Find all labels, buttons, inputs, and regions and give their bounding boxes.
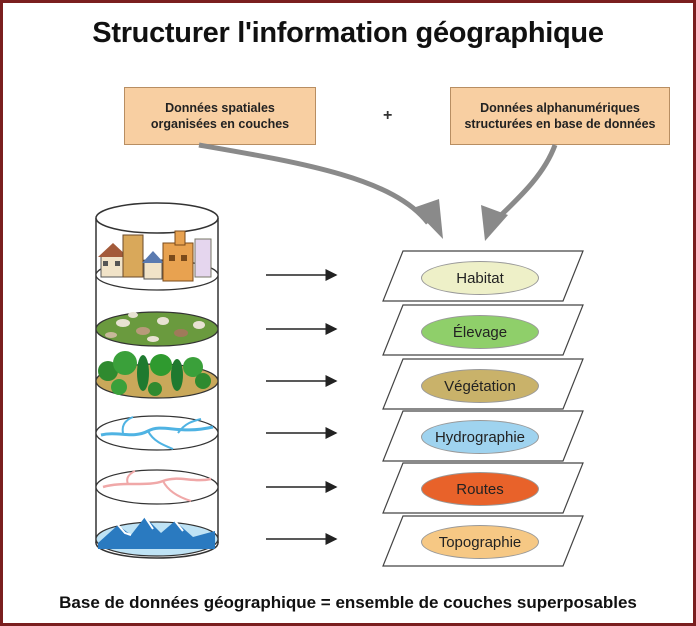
layer-topographie-text: Topographie [438,533,522,551]
layer-label-routes: Routes [421,472,539,506]
plus-sign: + [383,107,393,124]
cylinder-elevage-layer [95,311,219,347]
layer-label-topographie: Topographie [421,525,539,559]
layer-habitat-text: Habitat [456,269,504,287]
layer-label-elevage: Élevage [421,315,539,349]
layer-label-habitat: Habitat [421,261,539,295]
alphanumeric-data-label: Données alphanumériques structurées en b… [464,101,656,131]
spatial-data-box: Données spatiales organisées en couches [124,87,316,145]
diagram-canvas [95,142,584,567]
curved-arrow-right [481,144,558,241]
layer-vegetation-text: Végétation [444,377,516,395]
layer-sheets [382,250,584,567]
layer-hydrographie-text: Hydrographie [434,428,526,446]
layer-label-vegetation: Végétation [421,369,539,403]
connector-arrows [266,269,338,545]
alphanumeric-data-box: Données alphanumériques structurées en b… [450,87,670,145]
figure-caption: Base de données géographique = ensemble … [59,593,637,612]
layer-label-hydrographie: Hydrographie [421,420,539,454]
figure-title: Structurer l'information géographique [92,17,604,49]
cylinder-habitat-layer [95,230,219,291]
curved-arrow-left [198,142,443,239]
spatial-data-label: Données spatiales organisées en couches [150,101,290,131]
layer-elevage-text: Élevage [452,323,508,341]
cylinder-routes-layer [95,469,219,505]
layer-routes-text: Routes [456,480,504,498]
cylinder-topo-layer [95,516,219,557]
cylinder-hydro-layer [95,415,219,451]
cylinder-vegetation-layer [95,351,219,399]
